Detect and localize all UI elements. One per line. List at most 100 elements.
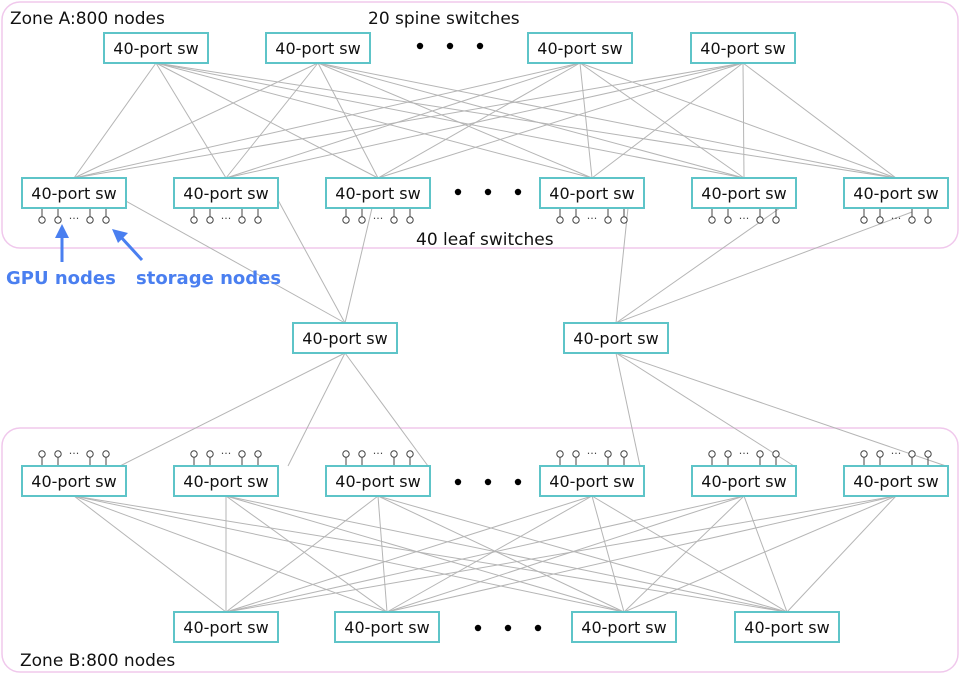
gpu-nodes-label: GPU nodes <box>6 268 116 289</box>
zone-b-leaf-ports-2-node-2 <box>238 450 246 458</box>
link-core0-aleaf0 <box>123 199 346 324</box>
zone-b-leaf-ports-2-node-3 <box>254 450 262 458</box>
zone-a-spine-switch-4-box <box>690 32 796 64</box>
zone-a-leaf-ports-4: ··· <box>556 208 628 225</box>
zone-a-spine-switch-4-label: 40-port sw <box>700 39 785 58</box>
zone-a-leaf-ports-1: ··· <box>38 208 110 225</box>
core-switch-1-box <box>292 322 398 354</box>
link-b-leaf0-spine1 <box>73 495 388 613</box>
zone-a-leaf-switch-4: 40-port sw <box>539 177 645 209</box>
zone-a-leaf-ports-2-node-3 <box>254 216 262 224</box>
zone-a-leaf-switch-3-label: 40-port sw <box>335 184 420 203</box>
zone-b-spine-ellipsis-dot-0 <box>474 624 482 632</box>
link-b-leaf2-spine3 <box>377 495 788 613</box>
link-a-spine0-leaf3 <box>155 62 593 179</box>
zone-b-spine-switch-1: 40-port sw <box>173 611 279 643</box>
link-a-spine0-leaf4 <box>155 62 745 179</box>
link-a-spine1-leaf2 <box>317 62 379 179</box>
zone-b-leaf-ports-3-node-3 <box>406 450 414 458</box>
zone-a-leaf-ports-3-node-3 <box>406 216 414 224</box>
zone-b-leaf-ports-5-ellipsis: ··· <box>739 447 750 460</box>
link-b-leaf0-spine0 <box>73 495 227 613</box>
zone-b-leaf-switch-3-label: 40-port sw <box>335 472 420 491</box>
link-a-spine2-leaf5 <box>579 62 897 179</box>
zone-b-leaf-ports-4-ellipsis: ··· <box>587 447 598 460</box>
zone-a-leaf-ports-4-node-2 <box>604 216 612 224</box>
zone-b-leaf-switch-5: 40-port sw <box>691 465 797 497</box>
ports-layer: ···································· <box>38 208 932 466</box>
zone-a-leaf-ellipsis-dot-2 <box>514 188 522 196</box>
zone-b-leaf-ports-1-node-2 <box>86 450 94 458</box>
zone-a-leaf-switch-6-label: 40-port sw <box>853 184 938 203</box>
core-switch-1-label: 40-port sw <box>302 329 387 348</box>
zone-b-leaf-ports-2-node-0 <box>190 450 198 458</box>
zone-a-leaf-ports-6-ellipsis: ··· <box>891 212 902 225</box>
zone-b-spine-switch-1-label: 40-port sw <box>183 618 268 637</box>
zone-a-leaf-switch-6: 40-port sw <box>843 177 949 209</box>
link-b-leaf3-spine3 <box>591 495 788 613</box>
zone-b-leaf-switch-3-box <box>325 465 431 497</box>
zone-a-spine-switch-3: 40-port sw <box>527 32 633 64</box>
link-b-leaf0-spine2 <box>73 495 625 613</box>
link-a-spine3-leaf2 <box>377 62 744 179</box>
link-a-spine0-leaf1 <box>155 62 227 179</box>
zone-a-leaf-switch-4-box <box>539 177 645 209</box>
zone-b-leaf-ports-3-node-1 <box>358 450 366 458</box>
zone-b-spine-switch-3: 40-port sw <box>571 611 677 643</box>
zone-b-leaf-switch-6-label: 40-port sw <box>853 472 938 491</box>
zone-a-leaf-switch-2-label: 40-port sw <box>183 184 268 203</box>
link-b-leaf5-spine3 <box>786 495 897 613</box>
zone-b-leaf-ports-5-node-0 <box>708 450 716 458</box>
zone-b-frame <box>1 427 959 673</box>
zone-b-leaf-ellipsis-dot-0 <box>454 478 462 486</box>
link-a-spine1-leaf4 <box>317 62 745 179</box>
zone-a-leaf-ports-4-node-3 <box>620 216 628 224</box>
zone-a-leaf-switch-5-label: 40-port sw <box>701 184 786 203</box>
link-core1-bleaf3 <box>615 352 641 467</box>
core-switch-2-box <box>563 322 669 354</box>
zone-b-leaf-ports-2-ellipsis: ··· <box>221 447 232 460</box>
zone-a-leaf-switch-1-label: 40-port sw <box>31 184 116 203</box>
gpu-nodes-annotation: GPU nodes <box>6 224 116 289</box>
zone-a-spine-switch-1: 40-port sw <box>103 32 209 64</box>
zone-b-leaf-ports-4: ··· <box>556 447 628 466</box>
link-b-leaf1-spine1 <box>225 495 388 613</box>
zone-a-spine-ellipsis-dot-2 <box>476 42 484 50</box>
zone-b-leaf-ports-5: ··· <box>708 447 780 466</box>
zone-b-leaf-ports-6-node-0 <box>860 450 868 458</box>
link-b-leaf4-spine0 <box>225 495 745 613</box>
zone-b-leaf-ports-4-node-3 <box>620 450 628 458</box>
zone-a-leaf-ports-4-node-0 <box>556 216 564 224</box>
zone-a-leaf-ports-1-node-3 <box>102 216 110 224</box>
link-b-leaf2-spine1 <box>377 495 388 613</box>
zone-b-leaf-ports-1-node-1 <box>54 450 62 458</box>
zone-b-leaf-ports-6-node-3 <box>924 450 932 458</box>
core-switch-2: 40-port sw <box>563 322 669 354</box>
link-core1-aleaf5 <box>615 211 913 324</box>
core-switch-2-label: 40-port sw <box>573 329 658 348</box>
zone-b-leaf-ports-3-ellipsis: ··· <box>373 447 384 460</box>
zone-b-spine-ellipsis-dot-2 <box>534 624 542 632</box>
zone-b-leaf-ports-1-node-3 <box>102 450 110 458</box>
link-b-leaf3-spine2 <box>591 495 625 613</box>
zone-b-leaf-ports-1-node-0 <box>38 450 46 458</box>
link-core0-bleaf2 <box>344 352 429 467</box>
zone-a-leaf-ports-1-node-2 <box>86 216 94 224</box>
link-b-leaf4-spine2 <box>623 495 745 613</box>
zone-b-leaf-ports-1-ellipsis: ··· <box>69 447 80 460</box>
zone-a-leaf-switch-5: 40-port sw <box>691 177 797 209</box>
zone-a-leaf-switch-6-box <box>843 177 949 209</box>
zone-a-leaf-ports-6-node-0 <box>860 216 868 224</box>
zone-b-leaf-ports-6-ellipsis: ··· <box>891 447 902 460</box>
link-a-spine3-leaf5 <box>742 62 897 179</box>
zone-a-leaf-ports-2-node-1 <box>206 216 214 224</box>
zone-b-leaf-switch-4-box <box>539 465 645 497</box>
link-a-spine1-leaf3 <box>317 62 593 179</box>
links-layer <box>73 62 947 613</box>
zone-a-leaf-ports-4-node-1 <box>572 216 580 224</box>
zone-b-leaf-ports-6-node-2 <box>908 450 916 458</box>
link-a-spine2-leaf2 <box>377 62 581 179</box>
zone-a-leaf-ports-6-node-3 <box>924 216 932 224</box>
zone-b-spine-switch-2-box <box>334 611 440 643</box>
